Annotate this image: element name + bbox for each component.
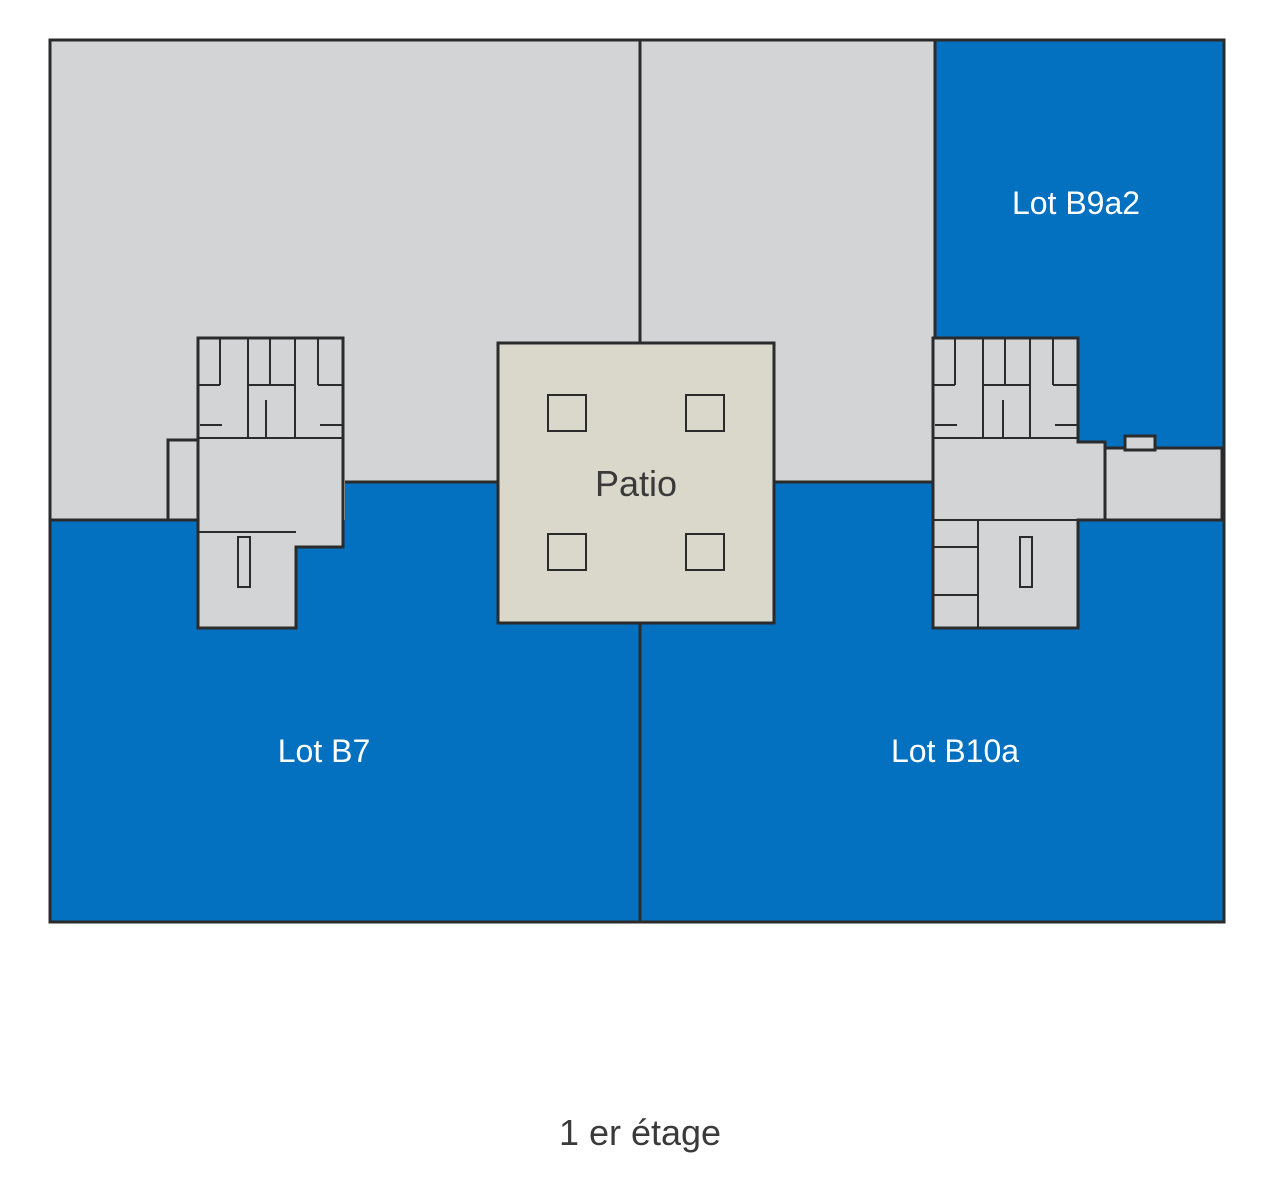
lot-b9a2-label: Lot B9a2: [1012, 185, 1140, 221]
right-core: [931, 336, 1224, 630]
patio-column: [685, 533, 725, 571]
lot-b10a-label: Lot B10a: [891, 733, 1019, 769]
floor-caption: 1 er étage: [559, 1112, 721, 1153]
patio-label: Patio: [595, 463, 677, 504]
patio-column: [547, 533, 587, 571]
patio-column: [685, 394, 725, 432]
lot-b7-label: Lot B7: [278, 733, 371, 769]
left-core: [166, 336, 345, 630]
building-outline: [48, 38, 1226, 924]
patio-column: [547, 394, 587, 432]
patio: Patio: [496, 341, 776, 625]
